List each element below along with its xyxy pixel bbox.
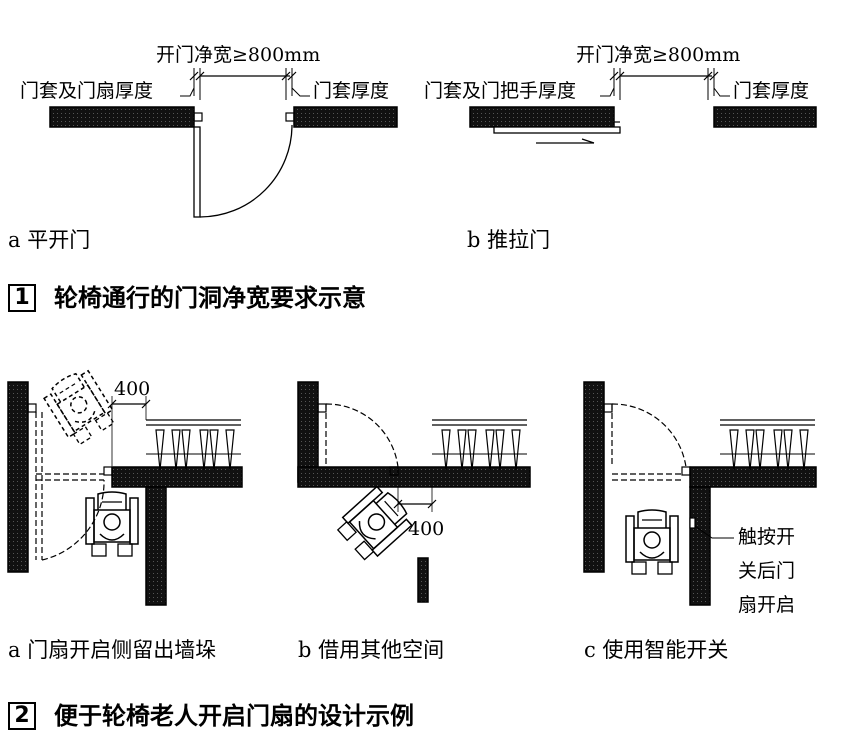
fig2a-dimension: 400 xyxy=(114,378,151,400)
fig2c-note-line-2: 关后门 xyxy=(738,560,796,582)
fig2c-note-line-1: 触按开 xyxy=(738,526,796,548)
fig1a-left-label: 门套及门扇厚度 xyxy=(20,80,154,102)
fig1b-caption: b 推拉门 xyxy=(467,228,551,252)
fig1a-drawing xyxy=(49,68,398,218)
fig1a-right-label: 门套厚度 xyxy=(313,80,390,102)
fig1-title: 轮椅通行的门洞净宽要求示意 xyxy=(54,284,366,312)
fig1b-drawing xyxy=(469,68,817,144)
fig1b-left-label: 门套及门把手厚度 xyxy=(424,80,577,102)
fig2c-caption: c 使用智能开关 xyxy=(584,638,729,662)
fig2c-drawing xyxy=(583,381,817,606)
fig2a-caption: a 门扇开启侧留出墙垛 xyxy=(8,638,217,662)
fig2a-drawing xyxy=(7,364,243,606)
fig1b-right-label: 门套厚度 xyxy=(733,80,810,102)
fig1-number-box: 1 xyxy=(8,284,36,312)
fig1a-width-label: 开门净宽≥800mm xyxy=(156,44,321,66)
fig2b-caption: b 借用其他空间 xyxy=(298,638,445,662)
fig1a-caption: a 平开门 xyxy=(8,228,91,252)
fig2b-drawing xyxy=(297,381,531,603)
fig1b-width-label: 开门净宽≥800mm xyxy=(576,44,741,66)
fig2b-dimension: 400 xyxy=(408,518,445,540)
fig2c-note-line-3: 扇开启 xyxy=(738,594,796,616)
fig2-number-box: 2 xyxy=(8,702,36,730)
fig2-title: 便于轮椅老人开启门扇的设计示例 xyxy=(54,702,414,730)
